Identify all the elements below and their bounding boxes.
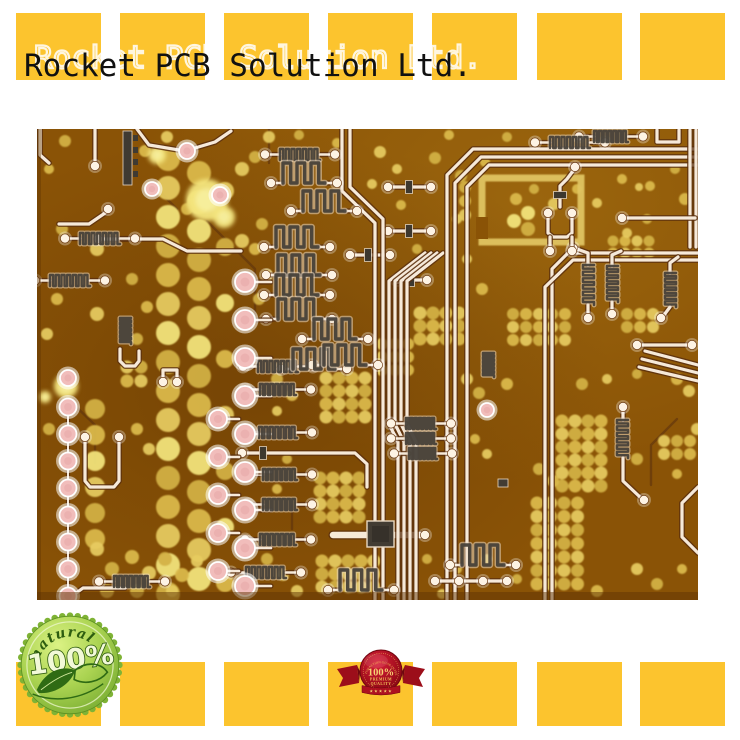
- medal-highlight: [364, 654, 388, 668]
- border-square: [640, 662, 725, 726]
- border-square: [432, 13, 517, 80]
- photo-left-shadow: [37, 129, 41, 600]
- border-square: [120, 13, 205, 80]
- border-square: [537, 13, 622, 80]
- photo-bottom-shadow: [37, 592, 698, 600]
- leaves-icon: [32, 663, 109, 700]
- quality-label: QUALITY: [371, 682, 392, 686]
- border-square: [224, 13, 309, 80]
- watermark: Rocket PCB Solution Ltd. Rocket PCB Solu…: [24, 39, 483, 84]
- medal-dotted-ring: [362, 652, 400, 690]
- stars: ★★★★★: [369, 689, 392, 694]
- resistor-meanders: [47, 129, 679, 594]
- border-square: [16, 13, 101, 80]
- natural-100-badge: natural 100%: [17, 612, 123, 718]
- premium-quality-badge: SATISFACTION GUARANTEED 100% PREMIUM QUA…: [336, 642, 425, 696]
- ic-components: [122, 130, 509, 548]
- border-square: [120, 662, 205, 726]
- ribbon-icon: [337, 665, 425, 687]
- via-pads-pink: [56, 139, 498, 600]
- border-square: [640, 13, 725, 80]
- border-square: [537, 662, 622, 726]
- pcb-photo: [37, 129, 698, 600]
- badge-inner-ring: [26, 621, 114, 709]
- copper-pour-outline: [478, 174, 585, 246]
- premium-label: PREMIUM: [370, 678, 392, 682]
- stars-banner: [361, 685, 401, 696]
- border-square: [328, 13, 413, 80]
- border-square: [432, 662, 517, 726]
- watermark-text: Rocket PCB Solution Ltd.: [24, 48, 472, 84]
- bright-blobs: [39, 146, 235, 403]
- watermark-outline-text: Rocket PCB Solution Ltd.: [34, 40, 482, 76]
- border-square: [224, 662, 309, 726]
- premium-percent: 100%: [368, 668, 394, 679]
